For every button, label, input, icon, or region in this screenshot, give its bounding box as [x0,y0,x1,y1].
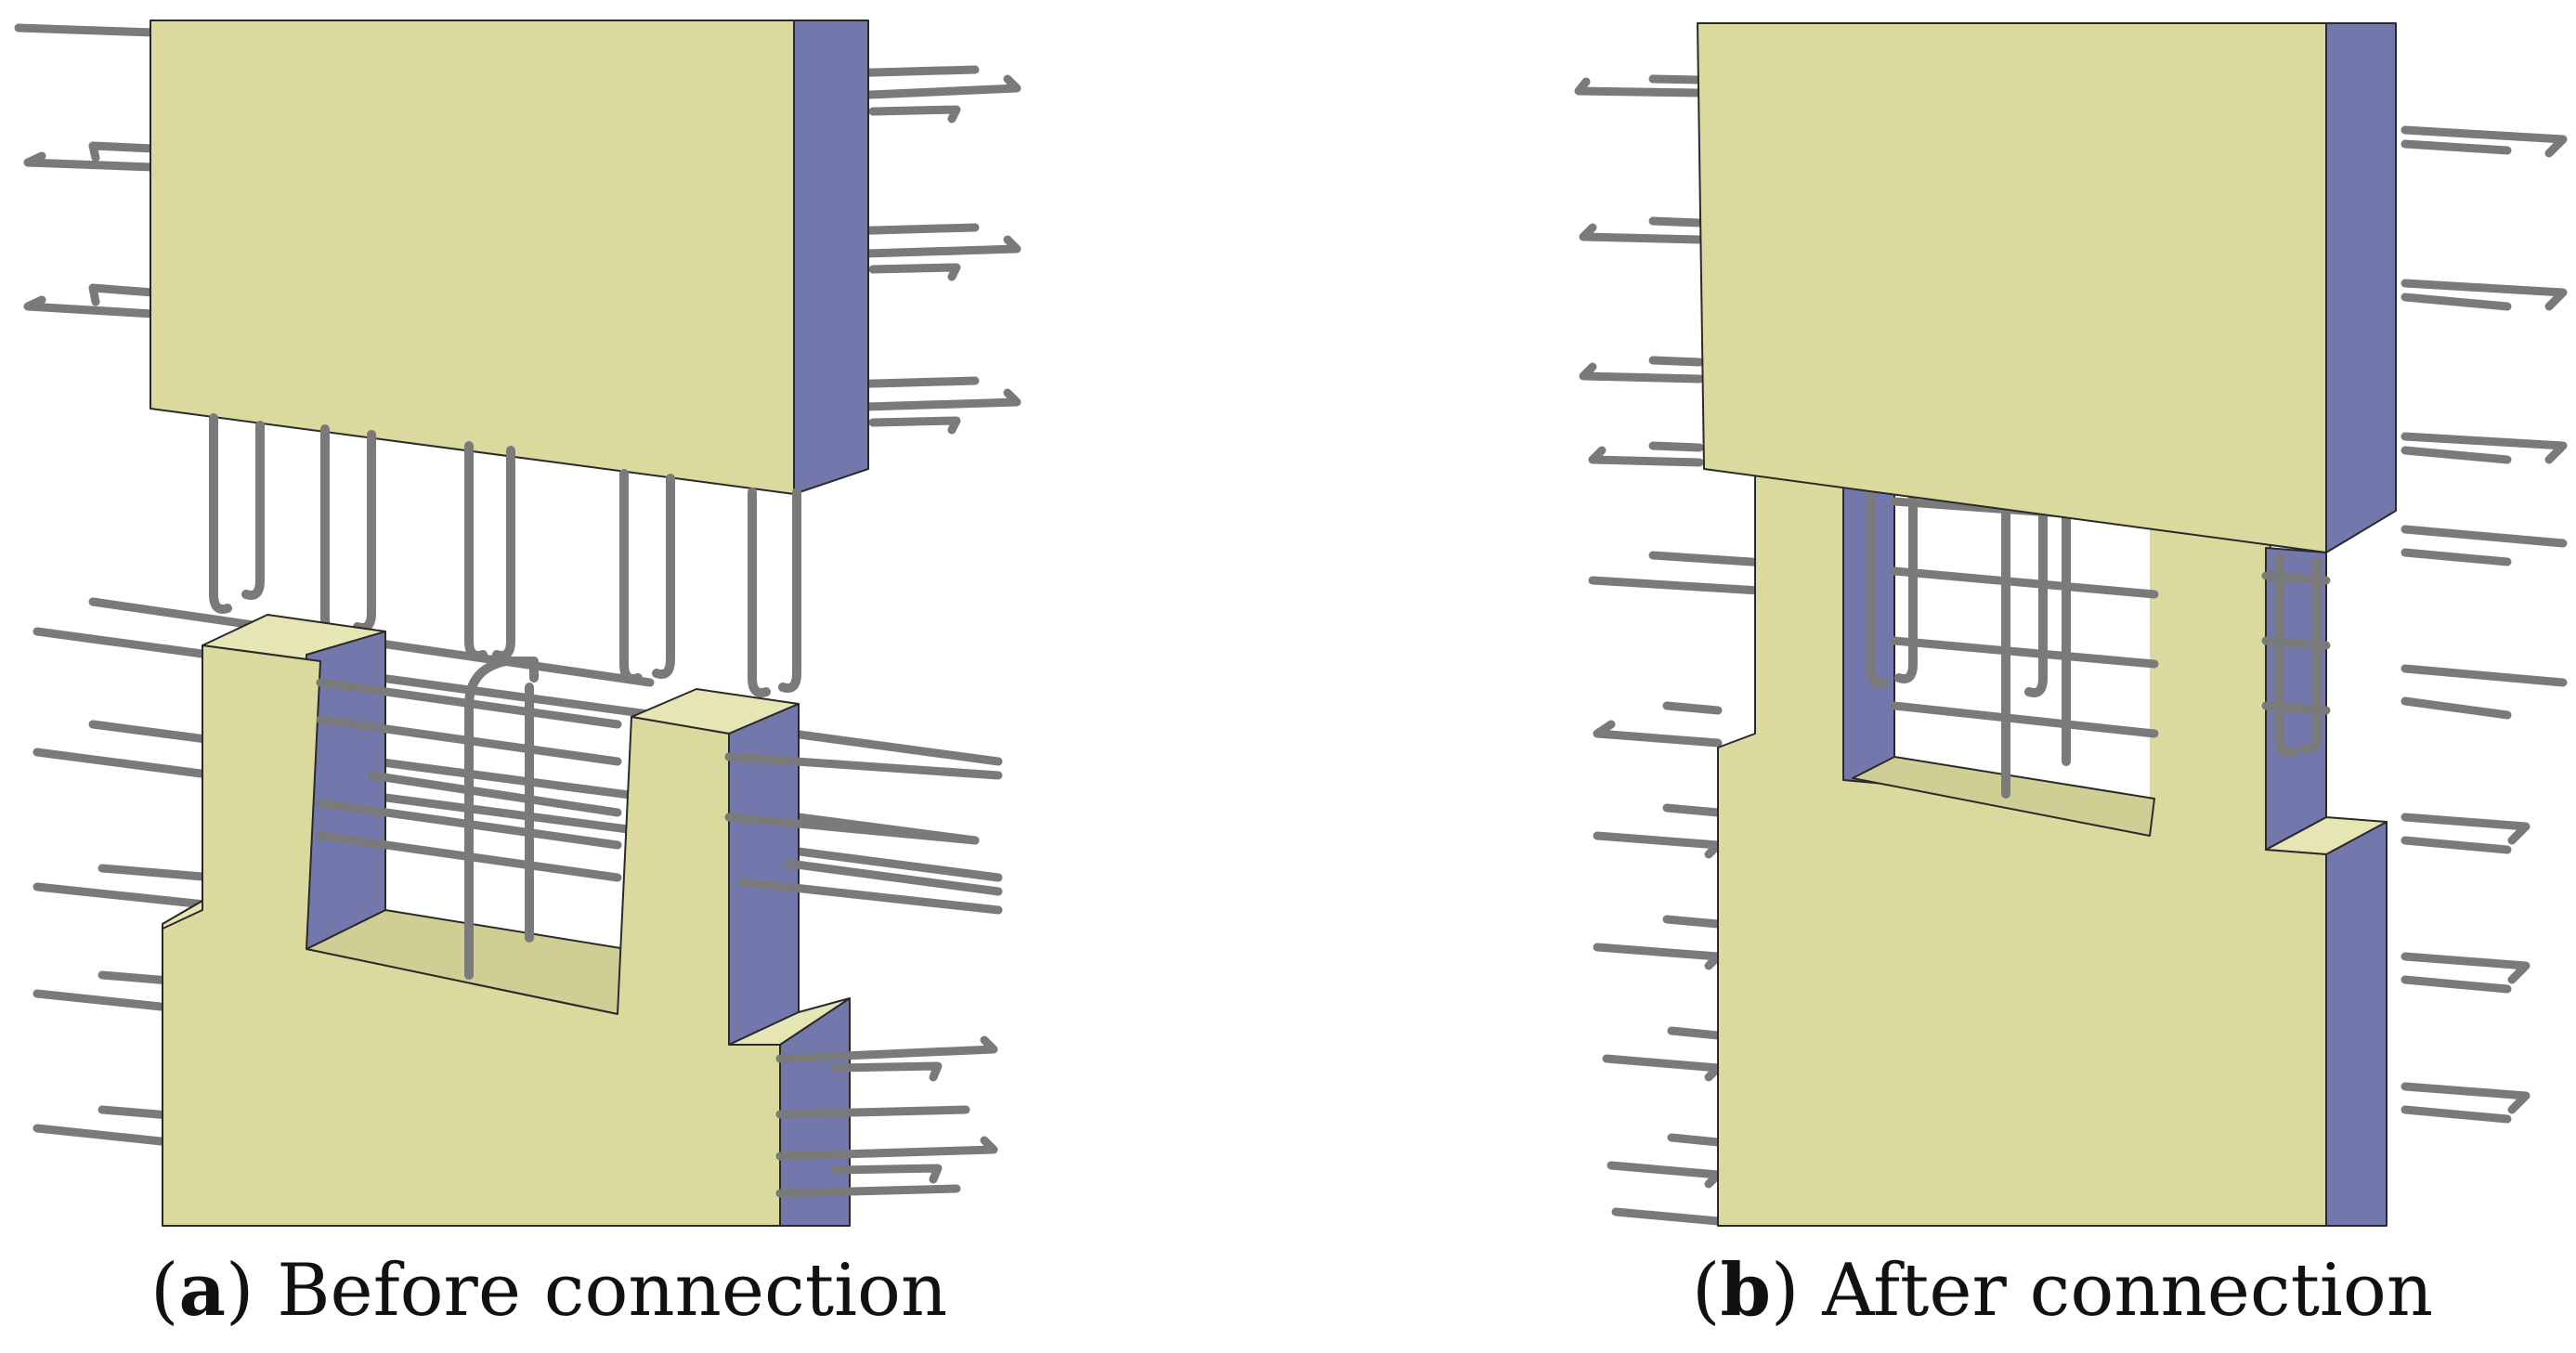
upper-element-front-face [150,20,795,495]
joint-window-dowels [1867,488,2322,799]
panel-a-before-connection [14,20,1021,1227]
upper-element-left-rebars [14,23,158,319]
caption-a-letter: a [178,1248,226,1333]
caption-b-letter: b [1720,1248,1771,1333]
socket-starter-bars [464,657,539,980]
panel-b-lower-side-face [2325,821,2387,1227]
panel-b-right-rebars [2400,125,2568,1124]
lower-element-right-rebars [775,1035,998,1198]
panel-b-after-connection [1574,22,2568,1227]
caption-b-text: After connection [1822,1249,2434,1333]
caption-a: (a) Before connection [150,1248,948,1333]
caption-a-text: Before connection [277,1249,948,1333]
panel-b-upper-front-face [1697,22,2327,553]
upper-element-side-face [793,20,869,495]
panel-b-upper-side-face [2325,22,2397,553]
caption-b: (b) After connection [1692,1248,2434,1333]
